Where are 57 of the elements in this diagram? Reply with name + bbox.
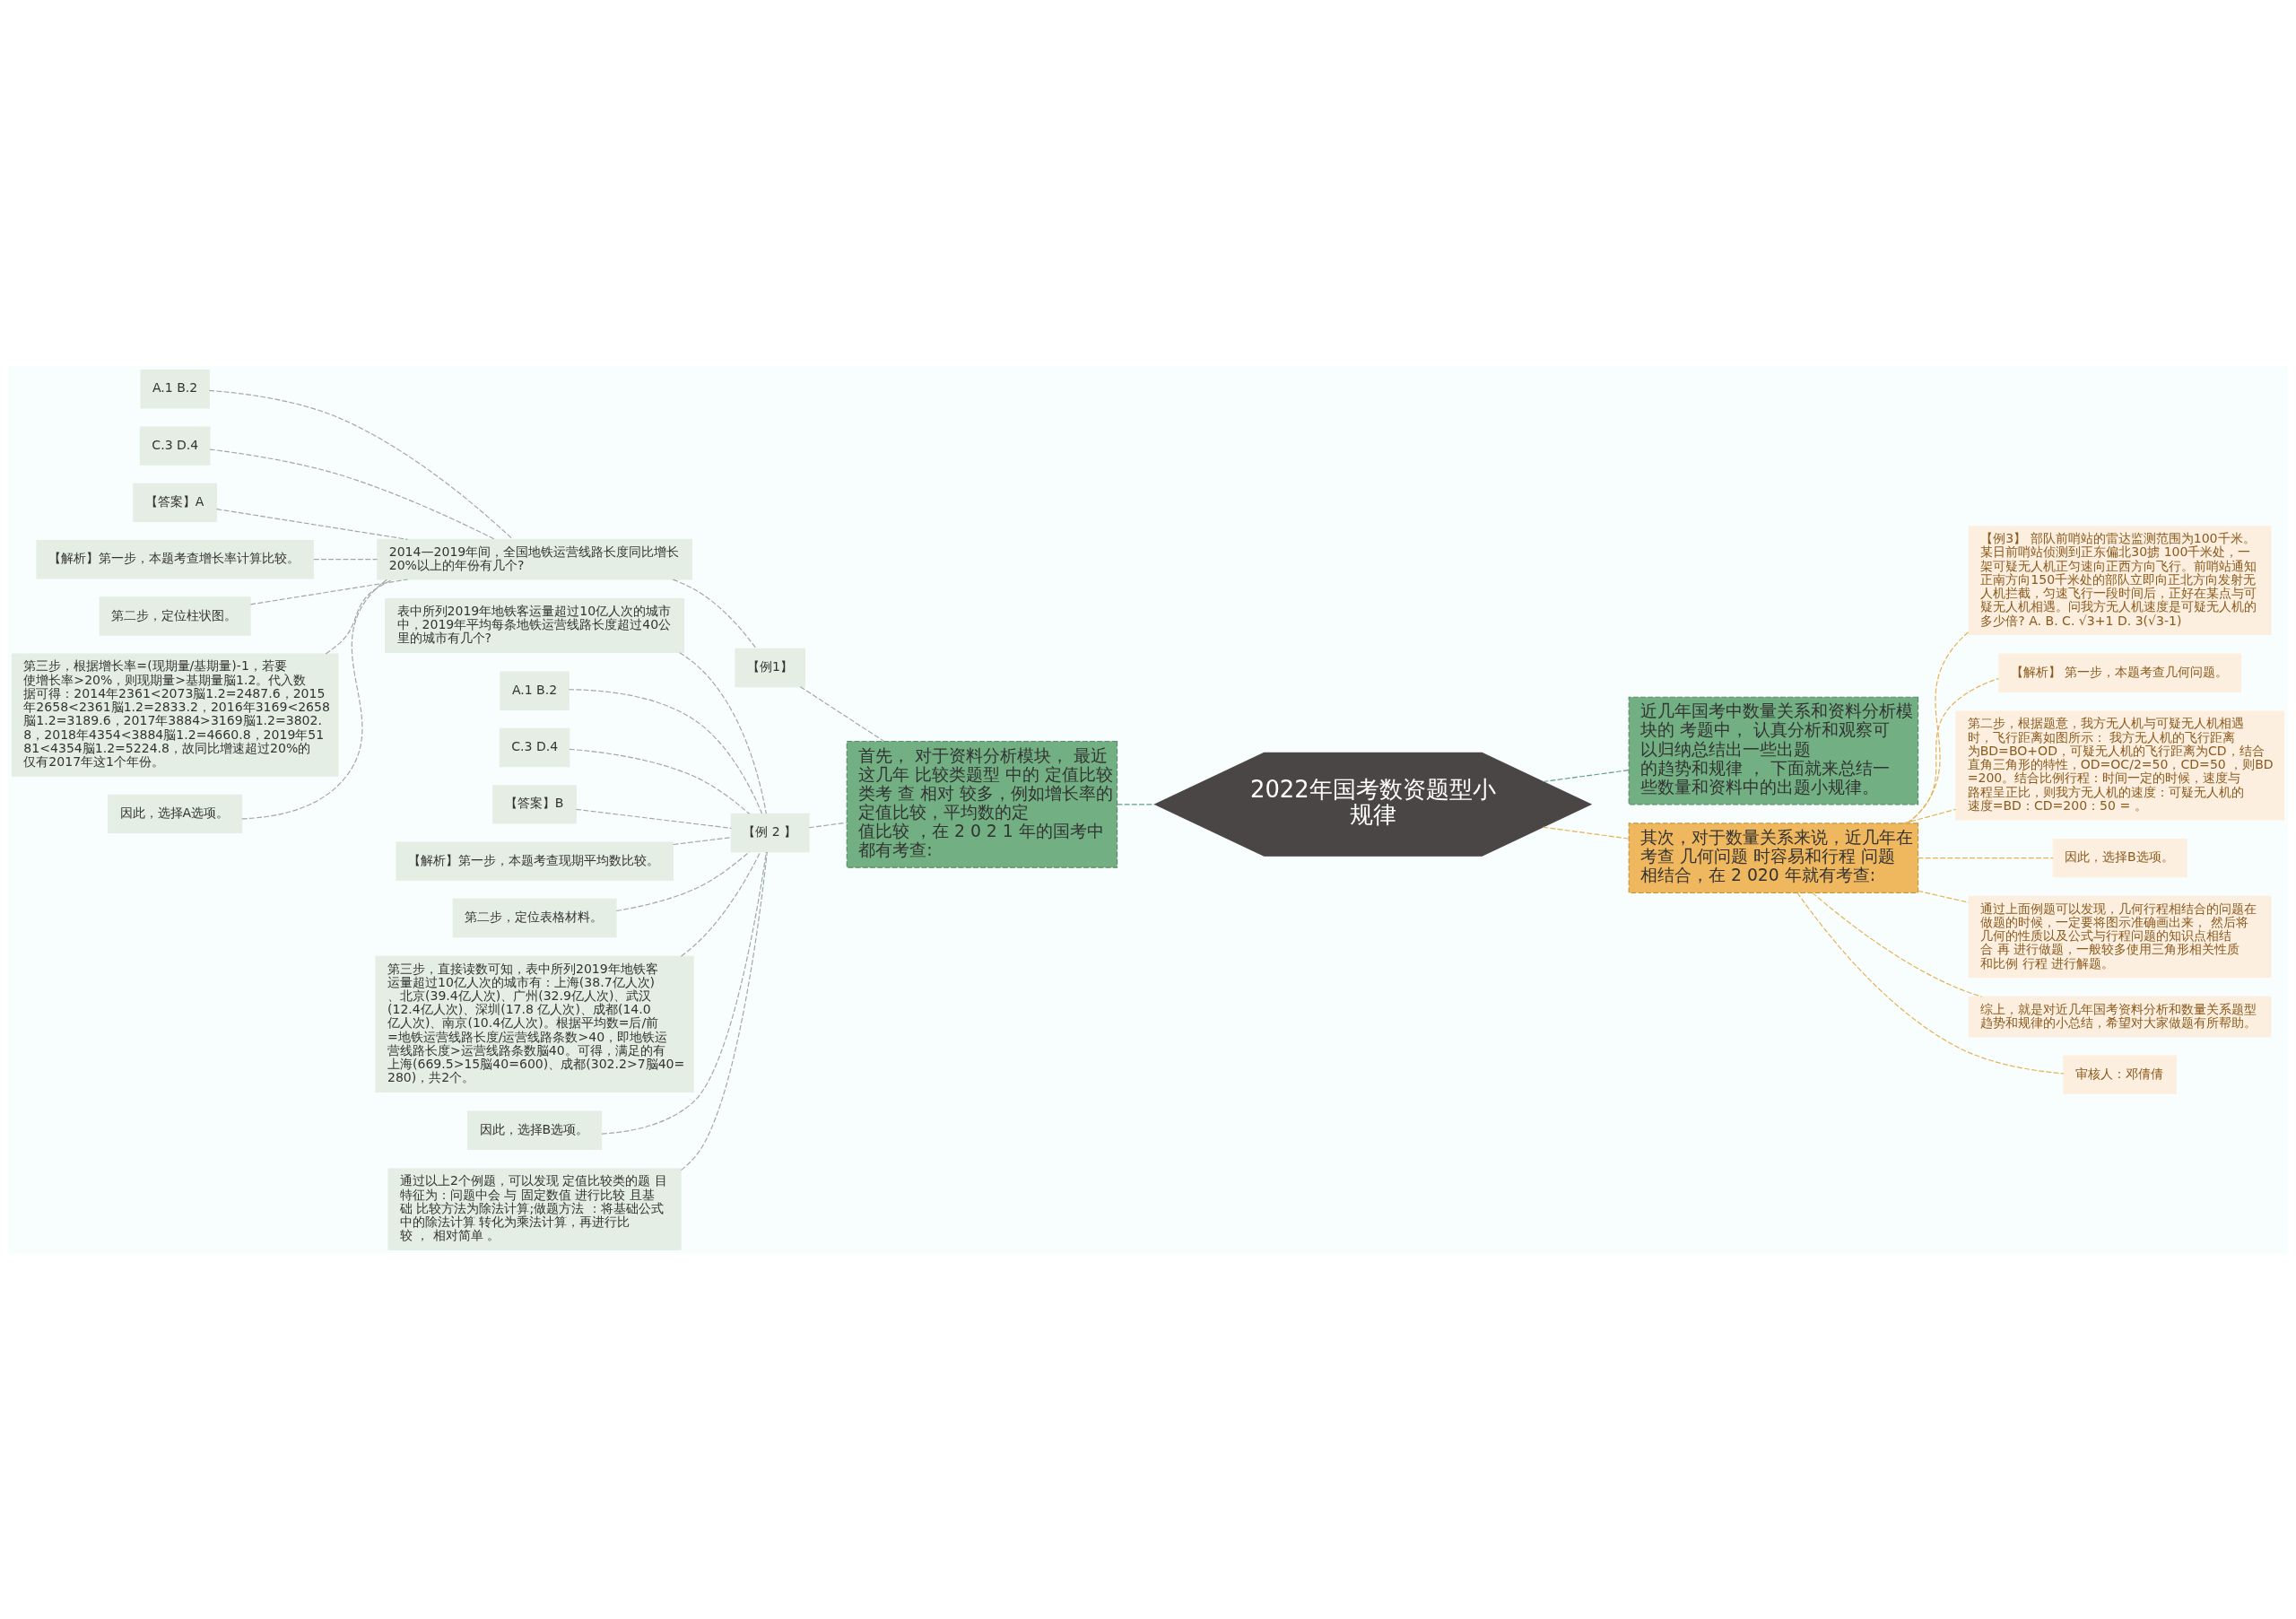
connector	[325, 578, 394, 655]
node-box: C.3 D.4	[139, 425, 211, 466]
connector	[808, 822, 848, 828]
connector	[1918, 857, 2054, 858]
connector	[1796, 892, 2065, 1074]
node-box: 通过上面例题可以发现，几何行程相结合的问题在做题的时候，一定要将图示准确画出来， 然后将几何的性质以及公式与行程问题的知识点相结合 再 进行做题，一般较多使用三角形相关性质和比例 行程 进行解题。	[1968, 895, 2272, 978]
node-box: 【解析】 第一步，本题考查几何问题。	[1998, 653, 2242, 692]
connector	[601, 850, 768, 1135]
connector	[672, 579, 757, 649]
connector	[249, 578, 409, 605]
connector	[615, 850, 750, 911]
connector	[672, 836, 732, 845]
connector	[799, 685, 884, 742]
node-box: 表中所列2019年地铁客运量超过10亿人次的城市中，2019年平均每条地铁运营线路长度超过40公里的城市有几个?	[385, 597, 685, 653]
connector	[1117, 803, 1156, 805]
connector	[680, 850, 768, 1171]
node-box: 第二步，定位表格材料。	[452, 898, 617, 937]
node-box: 因此，选择B选项。	[467, 1110, 603, 1150]
connector	[1918, 890, 1970, 903]
node-box: 【解析】第一步，本题考查现期平均数比较。	[396, 840, 674, 881]
connector	[241, 579, 388, 819]
node-box: 近几年国考中数量关系和资料分析模块的 考题中， 认真分析和观察可以归纳总结出一些出题的趋势和规律 ， 下面就来总结一些数量和资料中的出题小规律。	[1628, 696, 1919, 805]
connector	[1812, 892, 1983, 997]
connector	[208, 389, 514, 540]
connector	[1903, 808, 1957, 823]
connector	[1542, 826, 1630, 840]
node-box: 其次，对于数量关系来说，近几年在考查 几何问题 时容易和行程 问题相结合，在 2 020 年就有考查:	[1628, 822, 1919, 893]
node-box: 【例3】 部队前哨站的雷达监测范围为100千米。某日前哨站侦测到正东偏北30掳 100千米处，一架可疑无人机正匀速向正西方向飞行。前哨站通知正南方向150千米处的部队立即向正北方向发射无人机拦截，匀速飞行一段时间后，正好在某点与可疑无人机相遇。问我方无人机速度是可疑无人机的多少倍? A. B. C. √3+1 D. 3(√3-1)	[1968, 525, 2272, 635]
node-box: 因此，选择A选项。	[108, 794, 243, 833]
node-box: 综上，就是对近几年国考资料分析和数量关系题型趋势和规律的小总结，希望对大家做题有所帮助。	[1968, 996, 2272, 1037]
connector	[569, 748, 750, 814]
connector	[209, 448, 496, 540]
connector	[1907, 631, 1970, 823]
node-box: 【例1】	[735, 648, 805, 687]
node-box: 第三步，直接读数可知，表中所列2019年地铁客运量超过10亿人次的城市有：上海(38.7亿人次)、北京(39.4亿人次)、广州(32.9亿人次)、武汉(12.4亿人次)、深圳(17.8 亿人次)、成都(14.0亿人次)、南京(10.4亿人次)。根据平均数=后/前=地铁运营线路长度/运营线路条数>40，即地铁运营线路长度>运营线路条数脳40。可得，满足的有上海(669.5>15脳40=600)、成都(302.2>7脳40=280)，共2个。	[375, 955, 694, 1092]
connector	[216, 508, 408, 540]
node-box: 第二步，定位柱状图。	[99, 596, 251, 636]
connector	[313, 558, 378, 560]
node-box: 【例 2 】	[730, 813, 810, 852]
node-box: C.3 D.4	[499, 727, 570, 767]
node-box: 第二步，根据题意，我方无人机与可疑无人机相遇时，飞行距离如图所示： 我方无人机的飞行距离为BD=BO+OD，可疑无人机的飞行距离为CD，结合直角三角形的特性，OD=OC/2=50，CD=50 ，则BD=200。结合比例行程：时间一定的时候，速度与路程呈正比，则我方无人机的速度：可疑无人机的速度=BD：CD=200：50 = 。	[1955, 710, 2285, 820]
node-box: A.1 B.2	[140, 369, 210, 408]
node-box: 【答案】B	[492, 784, 577, 824]
node-box: 【答案】A	[133, 483, 218, 522]
node-box: A.1 B.2	[500, 671, 570, 710]
connector	[1906, 677, 1999, 823]
connector	[576, 808, 732, 829]
connector	[679, 651, 767, 814]
node-box: 因此，选择B选项。	[2052, 838, 2187, 877]
node-box: 【解析】第一步，本题考查增长率计算比较。	[36, 539, 314, 579]
node-box: 审核人：邓倩倩	[2063, 1054, 2177, 1094]
node-box: 首先， 对于资料分析模块， 最近这几年 比较类题型 中的 定值比较类考 查 相对 较多，例如增长率的定值比较，平均数的定值比较 ，在 2 0 2 1 年的国考中都有考查:	[846, 740, 1118, 868]
node-box: 2014—2019年间，全国地铁运营线路长度同比增长20%以上的年份有几个?	[377, 538, 692, 580]
node-box: 第三步，根据增长率=(现期量/基期量)-1，若要使增长率>20%，则现期量>基期量脳1.2。代入数据可得：2014年2361<2073脳1.2=2487.6，2015年2658<2361脳1.2=2833.2，2016年3169<2658脳1.2=3189.6，2017年3884>3169脳1.2=3802.8，2018年4354<3884脳1.2=4660.8，2019年5181<4354脳1.2=5224.8，故同比增速超过20%的仅有2017年这1个年份。	[11, 653, 339, 777]
connector	[1542, 769, 1630, 782]
connector	[568, 688, 763, 814]
node-box: 通过以上2个例题，可以发现 定值比较类的题 目特征为：问题中会 与 固定数值 进行比较 且基础 比较方法为除法计算;做题方法 ：将基础公式中的除法计算 转化为乘法计算，再进行比较 ， 相对简单 。	[387, 1167, 682, 1250]
